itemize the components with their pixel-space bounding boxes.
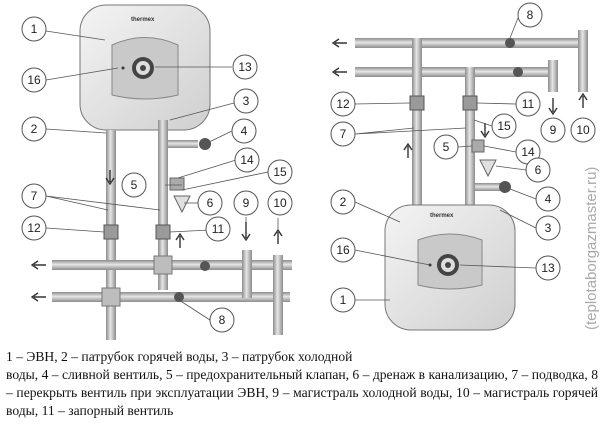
caption-rest: воды, 4 – сливной вентиль, 5 – предохран… <box>6 367 598 418</box>
svg-text:12: 12 <box>336 97 350 111</box>
svg-text:5: 5 <box>131 178 138 192</box>
left-hot-riser <box>273 255 283 335</box>
svg-text:8: 8 <box>219 313 226 327</box>
left-cold-inlet-pipe <box>158 120 168 290</box>
svg-text:6: 6 <box>207 196 214 210</box>
left-callout-2: 2 <box>21 116 47 142</box>
svg-text:11: 11 <box>522 97 535 111</box>
right-cold-main <box>355 67 555 77</box>
right-callout-1: 1 <box>330 287 356 313</box>
right-hot-riser <box>578 30 588 92</box>
right-callout-7: 7 <box>330 121 356 147</box>
caption-line-1: 1 – ЭВН, 2 – патрубок горячей воды, 3 – … <box>6 349 353 364</box>
left-callout-7: 7 <box>21 183 47 209</box>
right-callout-2: 2 <box>330 189 356 215</box>
right-callout-4: 4 <box>535 186 561 212</box>
right-callout-10: 10 <box>570 117 596 143</box>
right-callout-11: 11 <box>515 91 541 117</box>
svg-text:6: 6 <box>535 163 542 177</box>
svg-text:3: 3 <box>545 221 552 235</box>
svg-text:9: 9 <box>243 196 250 210</box>
right-water-heater: thermex <box>384 204 516 331</box>
svg-text:14: 14 <box>521 145 535 159</box>
svg-text:15: 15 <box>273 165 287 179</box>
left-callout-8: 8 <box>209 307 235 333</box>
left-brand-logo: thermex <box>131 17 155 23</box>
right-callout-12: 12 <box>330 91 356 117</box>
left-hot-main <box>52 292 290 302</box>
svg-text:4: 4 <box>545 192 552 206</box>
svg-text:8: 8 <box>527 8 534 22</box>
right-brand-logo: thermex <box>430 213 454 219</box>
left-callout-12: 12 <box>21 215 47 241</box>
svg-text:2: 2 <box>340 195 347 209</box>
right-diagram: thermex 8 12 11 9 10 7 15 5 <box>330 2 596 331</box>
left-callout-13: 13 <box>232 54 258 80</box>
right-callout-14: 14 <box>515 139 541 165</box>
svg-text:1: 1 <box>31 22 38 36</box>
right-callout-13: 13 <box>535 255 561 281</box>
left-water-heater: thermex <box>79 4 211 131</box>
left-callout-14: 14 <box>234 147 260 173</box>
right-callout-6: 6 <box>525 157 551 183</box>
left-cold-riser <box>242 250 252 298</box>
right-callout-5: 5 <box>433 134 459 160</box>
svg-text:3: 3 <box>243 94 250 108</box>
svg-text:13: 13 <box>238 60 252 74</box>
svg-text:12: 12 <box>27 221 41 235</box>
left-callout-10: 10 <box>267 190 293 216</box>
plumbing-diagram: thermex <box>21 2 600 340</box>
right-callouts: 8 12 11 9 10 7 15 5 14 6 2 4 3 16 13 1 <box>330 2 596 313</box>
right-callout-3: 3 <box>535 215 561 241</box>
left-callout-15: 15 <box>267 159 293 185</box>
left-callout-11: 11 <box>205 216 231 242</box>
right-callout-8: 8 <box>517 2 543 28</box>
left-callout-1: 1 <box>21 16 47 42</box>
right-cold-riser <box>548 60 558 92</box>
left-callout-6: 6 <box>197 190 223 216</box>
left-diagram: thermex <box>21 4 293 340</box>
right-callout-9: 9 <box>540 117 566 143</box>
svg-text:14: 14 <box>240 153 254 167</box>
watermark: (teplotaborgazmaster.ru) <box>583 167 600 330</box>
svg-text:13: 13 <box>541 261 555 275</box>
svg-text:10: 10 <box>576 123 590 137</box>
svg-text:2: 2 <box>31 122 38 136</box>
left-callout-4: 4 <box>231 118 257 144</box>
svg-text:7: 7 <box>31 189 38 203</box>
svg-text:7: 7 <box>340 127 347 141</box>
right-cold-downpipe <box>465 67 475 217</box>
svg-text:5: 5 <box>443 140 450 154</box>
left-callout-9: 9 <box>233 190 259 216</box>
right-callout-15: 15 <box>491 113 517 139</box>
left-callout-5: 5 <box>121 172 147 198</box>
figure-caption: 1 – ЭВН, 2 – патрубок горячей воды, 3 – … <box>6 348 598 420</box>
right-callout-16: 16 <box>330 237 356 263</box>
svg-text:4: 4 <box>241 124 248 138</box>
svg-text:16: 16 <box>27 73 41 87</box>
svg-text:16: 16 <box>336 243 350 257</box>
left-callout-16: 16 <box>21 67 47 93</box>
svg-text:10: 10 <box>273 196 287 210</box>
svg-text:9: 9 <box>550 123 557 137</box>
left-callouts: 1 16 13 3 2 4 14 5 15 7 6 9 10 12 11 8 <box>21 16 293 333</box>
left-callout-3: 3 <box>233 88 259 114</box>
right-hot-main <box>355 38 585 48</box>
right-hot-downpipe <box>412 38 422 218</box>
svg-text:15: 15 <box>497 119 511 133</box>
svg-text:11: 11 <box>212 222 225 236</box>
svg-text:1: 1 <box>340 293 347 307</box>
